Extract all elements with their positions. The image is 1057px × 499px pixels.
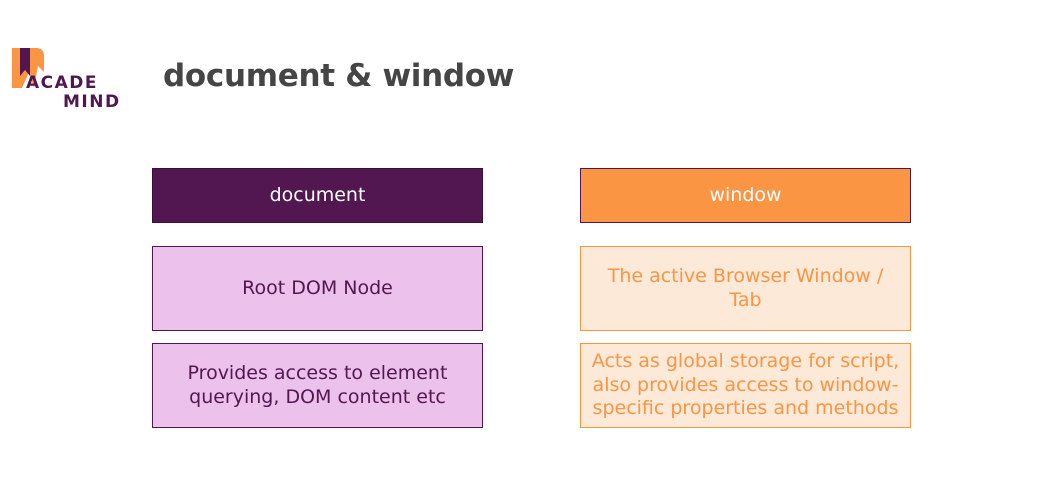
academind-logo: ACADE MIND	[12, 46, 124, 112]
page-title: document & window	[163, 58, 515, 94]
academind-logo-icon	[12, 48, 44, 88]
document-item-element-access: Provides access to element querying, DOM…	[152, 343, 483, 428]
document-header-box: document	[152, 168, 483, 223]
window-item-active-browser-window: The active Browser Window / Tab	[580, 246, 911, 331]
window-item-global-storage: Acts as global storage for script, also …	[580, 343, 911, 428]
document-item-root-dom-node: Root DOM Node	[152, 246, 483, 331]
logo-wordmark-line1: ACADE	[26, 73, 99, 93]
window-header-box: window	[580, 168, 911, 223]
logo-wordmark-line2: MIND	[63, 92, 121, 112]
